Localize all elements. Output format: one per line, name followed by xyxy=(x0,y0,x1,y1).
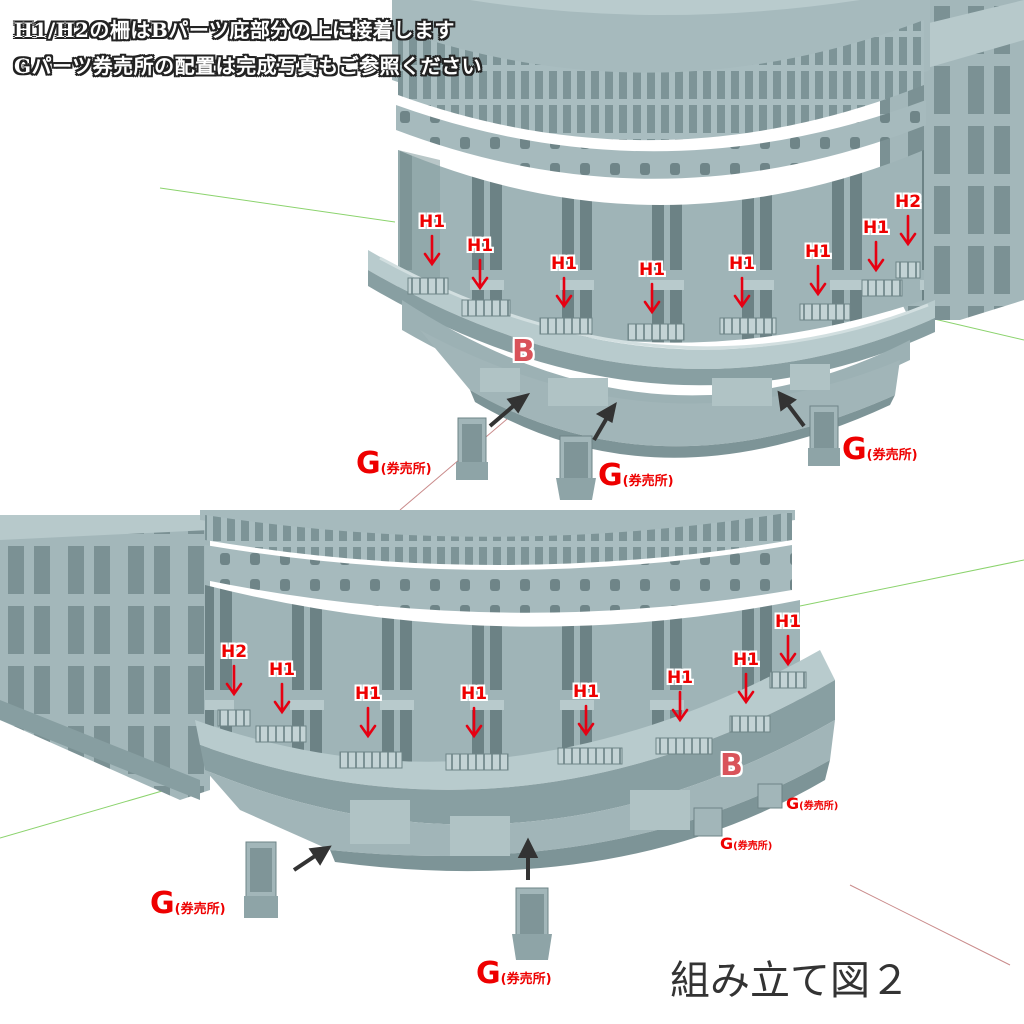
fence-part xyxy=(769,671,807,689)
down-arrow-icon xyxy=(671,690,689,723)
down-arrow-icon xyxy=(737,672,755,705)
part-label-g: G(券売所) xyxy=(356,446,432,481)
down-arrow-icon xyxy=(273,682,291,715)
fence-part xyxy=(217,709,251,727)
part-label-h2: H2 xyxy=(220,642,248,662)
part-label-g-letter: G xyxy=(476,956,501,991)
fence-part xyxy=(539,317,593,335)
diagram-title: 組み立て図２ xyxy=(670,958,910,1004)
part-label-g-letter: G xyxy=(356,446,381,481)
instruction-note-2: Gパーツ券売所の配置は完成写真もご参照ください xyxy=(14,54,483,78)
part-label-g: G(券売所) xyxy=(476,956,552,991)
kiosk-part xyxy=(512,887,552,960)
arrow xyxy=(292,837,539,880)
part-label-g-sub: (券売所) xyxy=(174,902,226,917)
part-label-g-sub: (券売所) xyxy=(799,801,839,812)
fence-part xyxy=(445,753,509,771)
fence-part xyxy=(729,715,771,733)
part-label-g-letter: G xyxy=(786,794,800,813)
part-label-g-sub: (券売所) xyxy=(500,972,552,987)
arrow xyxy=(488,390,806,442)
part-label-b: B xyxy=(512,334,535,369)
down-arrow-icon xyxy=(867,240,885,273)
fence-part xyxy=(557,747,623,765)
part-label-h1: H1 xyxy=(550,254,578,274)
part-label-h1: H1 xyxy=(466,236,494,256)
fence-part xyxy=(461,299,511,317)
down-arrow-icon xyxy=(643,282,661,315)
down-arrow-icon xyxy=(733,276,751,309)
part-label-h1: H1 xyxy=(732,650,760,670)
part-label-h1: H1 xyxy=(460,684,488,704)
part-label-b: B xyxy=(720,748,743,783)
down-arrow-icon xyxy=(577,704,595,737)
part-label-g-letter: G xyxy=(598,458,623,493)
bottom-view xyxy=(0,510,1024,966)
fence-part xyxy=(655,737,713,755)
down-arrow-icon xyxy=(423,234,441,267)
fence-part xyxy=(255,725,307,743)
down-arrow-icon xyxy=(471,258,489,291)
kiosk-part xyxy=(244,841,278,918)
part-label-h2: H2 xyxy=(894,192,922,212)
part-label-h1: H1 xyxy=(354,684,382,704)
fence-part xyxy=(407,277,449,295)
kiosk-part xyxy=(808,405,840,466)
kiosk-part xyxy=(456,417,488,480)
part-label-h1: H1 xyxy=(804,242,832,262)
part-label-g-sub: (券売所) xyxy=(733,841,773,852)
part-label-h1: H1 xyxy=(774,612,802,632)
down-arrow-icon xyxy=(225,664,243,697)
down-arrow-icon xyxy=(465,706,483,739)
instruction-note-1: H1/H2の柵はBパーツ庇部分の上に接着します xyxy=(14,18,455,42)
part-label-g: G(券売所) xyxy=(598,458,674,493)
part-label-g: G(券売所) xyxy=(720,834,772,853)
top-view xyxy=(159,0,1024,511)
fence-part xyxy=(799,303,851,321)
fence-part xyxy=(895,261,921,279)
part-label-g: G(券売所) xyxy=(786,794,838,813)
down-arrow-icon xyxy=(555,276,573,309)
part-label-g: G(券売所) xyxy=(842,432,918,467)
part-label-g-sub: (券売所) xyxy=(622,474,674,489)
kiosk-part xyxy=(556,435,596,500)
part-label-g-sub: (券売所) xyxy=(866,448,918,463)
down-arrow-icon xyxy=(899,214,917,247)
part-label-g-letter: G xyxy=(842,432,867,467)
down-arrow-icon xyxy=(779,634,797,667)
part-label-h1: H1 xyxy=(572,682,600,702)
part-label-h1: H1 xyxy=(638,260,666,280)
part-label-h1: H1 xyxy=(666,668,694,688)
fence-part xyxy=(339,751,403,769)
down-arrow-icon xyxy=(359,706,377,739)
down-arrow-icon xyxy=(809,264,827,297)
part-label-g-letter: G xyxy=(150,886,175,921)
part-label-g: G(券売所) xyxy=(150,886,226,921)
part-label-h1: H1 xyxy=(268,660,296,680)
fence-part xyxy=(861,279,903,297)
part-label-h1: H1 xyxy=(418,212,446,232)
fence-part xyxy=(719,317,777,335)
part-label-h1: H1 xyxy=(728,254,756,274)
part-label-h1: H1 xyxy=(862,218,890,238)
fence-part xyxy=(627,323,685,341)
part-label-g-letter: G xyxy=(720,834,734,853)
part-label-g-sub: (券売所) xyxy=(380,462,432,477)
